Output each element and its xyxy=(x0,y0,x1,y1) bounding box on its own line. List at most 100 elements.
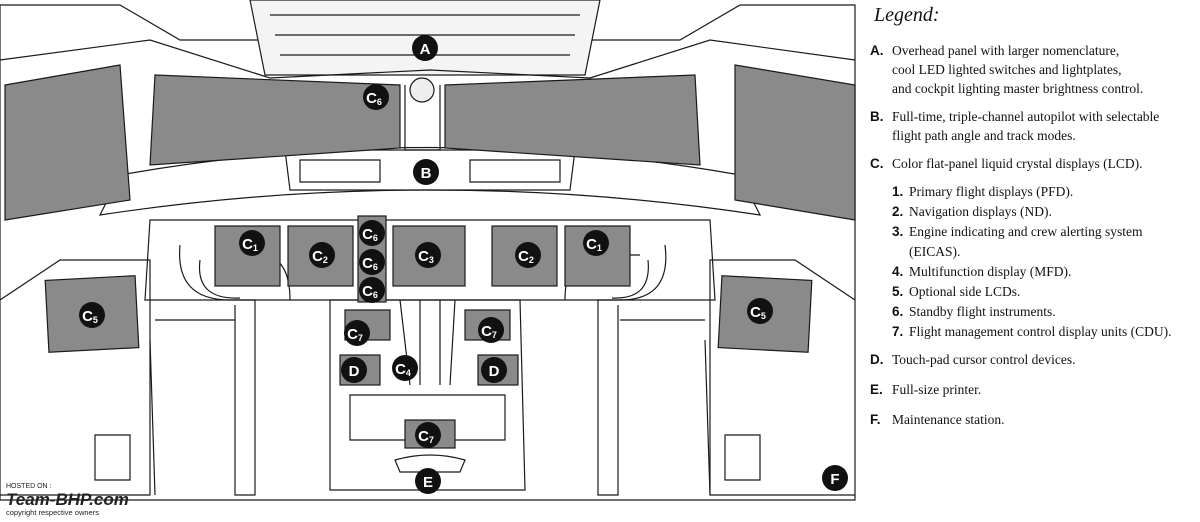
callout-c1-left-sub: 1 xyxy=(253,243,258,253)
callout-c6-3-main: C xyxy=(362,283,373,300)
legend-subitem-key: 2. xyxy=(892,202,909,222)
legend-item-line: Color flat-panel liquid crystal displays… xyxy=(892,154,1196,173)
callout-c3-main: C xyxy=(418,248,429,265)
callout-c4-sub: 4 xyxy=(406,368,411,378)
callout-c7-right: C7 xyxy=(478,317,504,343)
callout-b: B xyxy=(413,159,439,185)
legend-subitem-text: Primary flight displays (PFD). xyxy=(909,182,1073,202)
callout-c5-left-main: C xyxy=(82,308,93,325)
legend-main-items: A.Overhead panel with larger nomenclatur… xyxy=(870,41,1196,173)
callout-c5-right-main: C xyxy=(750,304,761,321)
watermark-brand: Team-BHP.com xyxy=(6,490,129,509)
callout-c6-top-main: C xyxy=(366,90,377,107)
callout-c1-right-main: C xyxy=(586,236,597,253)
callout-c1-left: C1 xyxy=(239,230,265,256)
legend-subitem-key: 1. xyxy=(892,182,909,202)
legend-item: D.Touch-pad cursor control devices. xyxy=(870,350,1196,369)
legend-item-key: F. xyxy=(870,410,892,429)
callout-c2-left-main: C xyxy=(312,248,323,265)
legend-subitem-text: Flight management control display units … xyxy=(909,322,1171,342)
standby-compass xyxy=(410,78,434,102)
callout-a: A xyxy=(412,35,438,61)
callout-c1-left-main: C xyxy=(242,236,253,253)
legend-subitem-text: Navigation displays (ND). xyxy=(909,202,1052,222)
callout-c4: C4 xyxy=(392,355,418,381)
callout-d-left-main: D xyxy=(349,363,360,380)
callout-c7-left: C7 xyxy=(344,320,370,346)
callout-e: E xyxy=(415,468,441,494)
team-bhp-watermark: HOSTED ON : Team-BHP.com copyright respe… xyxy=(4,479,204,519)
legend-item-key: C. xyxy=(870,154,892,173)
left-windshield xyxy=(150,75,400,165)
legend-item: A.Overhead panel with larger nomenclatur… xyxy=(870,41,1196,98)
watermark-hosted: HOSTED ON : xyxy=(6,483,52,490)
callout-f: F xyxy=(822,465,848,491)
legend-item-line: flight path angle and track modes. xyxy=(892,126,1196,145)
callout-c4-main: C xyxy=(395,361,406,378)
legend-item-key: E. xyxy=(870,380,892,399)
callout-d-right: D xyxy=(481,357,507,383)
legend-subitem-text: Multifunction display (MFD). xyxy=(909,262,1071,282)
callout-d-left: D xyxy=(341,357,367,383)
callout-c6-top: C6 xyxy=(363,84,389,110)
callout-c2-left: C2 xyxy=(309,242,335,268)
legend-subitem: 4.Multifunction display (MFD). xyxy=(892,262,1196,282)
callout-d-right-main: D xyxy=(489,363,500,380)
legend-subitem-key: 3. xyxy=(892,222,909,262)
callout-f-main: F xyxy=(830,471,839,488)
callout-c1-right-sub: 1 xyxy=(597,243,602,253)
legend-item: E.Full-size printer. xyxy=(870,380,1196,399)
legend-subitem: 5.Optional side LCDs. xyxy=(892,282,1196,302)
legend-subitems: 1.Primary flight displays (PFD).2.Naviga… xyxy=(870,182,1196,342)
callout-c6-top-sub: 6 xyxy=(377,97,382,107)
callout-c5-left-sub: 5 xyxy=(93,315,98,325)
legend: Legend: A.Overhead panel with larger nom… xyxy=(870,4,1196,440)
legend-item-text: Maintenance station. xyxy=(892,410,1196,429)
legend-item-text: Overhead panel with larger nomenclature,… xyxy=(892,41,1196,98)
callout-c1-right: C1 xyxy=(583,230,609,256)
legend-subitem-key: 5. xyxy=(892,282,909,302)
callout-c2-right-main: C xyxy=(518,248,529,265)
legend-subitem-text: Engine indicating and crew alerting syst… xyxy=(909,222,1196,262)
callout-c6-1-sub: 6 xyxy=(373,233,378,243)
right-side-window xyxy=(735,65,855,220)
legend-item-line: Full-time, triple-channel autopilot with… xyxy=(892,107,1196,126)
legend-item-text: Full-size printer. xyxy=(892,380,1196,399)
callout-c6-3-sub: 6 xyxy=(373,290,378,300)
legend-item: B.Full-time, triple-channel autopilot wi… xyxy=(870,107,1196,145)
callout-e-main: E xyxy=(423,474,433,491)
callout-c6-2-main: C xyxy=(362,255,373,272)
legend-subitem: 6.Standby flight instruments. xyxy=(892,302,1196,322)
legend-subitem-text: Standby flight instruments. xyxy=(909,302,1056,322)
legend-item-text: Touch-pad cursor control devices. xyxy=(892,350,1196,369)
legend-subitem: 1.Primary flight displays (PFD). xyxy=(892,182,1196,202)
callout-c5-left: C5 xyxy=(79,302,105,328)
legend-item-key: D. xyxy=(870,350,892,369)
legend-item-text: Color flat-panel liquid crystal displays… xyxy=(892,154,1196,173)
legend-title: Legend: xyxy=(874,4,1196,27)
left-side-window xyxy=(5,65,130,220)
callout-c2-left-sub: 2 xyxy=(323,255,328,265)
callout-c6-2: C6 xyxy=(359,249,385,275)
cockpit-diagram: A B C6 C1 C2 C6 C6 C6 C3 C2 C1 C5 C5 C7 … xyxy=(0,0,860,522)
callout-c7-bottom-sub: 7 xyxy=(429,435,434,445)
legend-item-key: B. xyxy=(870,107,892,145)
callout-c7-left-main: C xyxy=(347,326,358,343)
legend-item: C.Color flat-panel liquid crystal displa… xyxy=(870,154,1196,173)
callout-c6-1: C6 xyxy=(359,220,385,246)
callout-c3-sub: 3 xyxy=(429,255,434,265)
callout-c3: C3 xyxy=(415,242,441,268)
callout-c5-right-sub: 5 xyxy=(761,311,766,321)
legend-subitem-key: 4. xyxy=(892,262,909,282)
legend-subitem: 7.Flight management control display unit… xyxy=(892,322,1196,342)
callout-c6-3: C6 xyxy=(359,277,385,303)
callout-b-main: B xyxy=(421,165,432,182)
callout-c2-right: C2 xyxy=(515,242,541,268)
callout-c2-right-sub: 2 xyxy=(529,255,534,265)
callout-c6-2-sub: 6 xyxy=(373,262,378,272)
legend-item: F.Maintenance station. xyxy=(870,410,1196,429)
legend-item-line: cool LED lighted switches and lightplate… xyxy=(892,60,1196,79)
watermark-copyright: copyright respective owners xyxy=(6,508,99,517)
legend-item-text: Full-time, triple-channel autopilot with… xyxy=(892,107,1196,145)
callout-c7-bottom: C7 xyxy=(415,422,441,448)
